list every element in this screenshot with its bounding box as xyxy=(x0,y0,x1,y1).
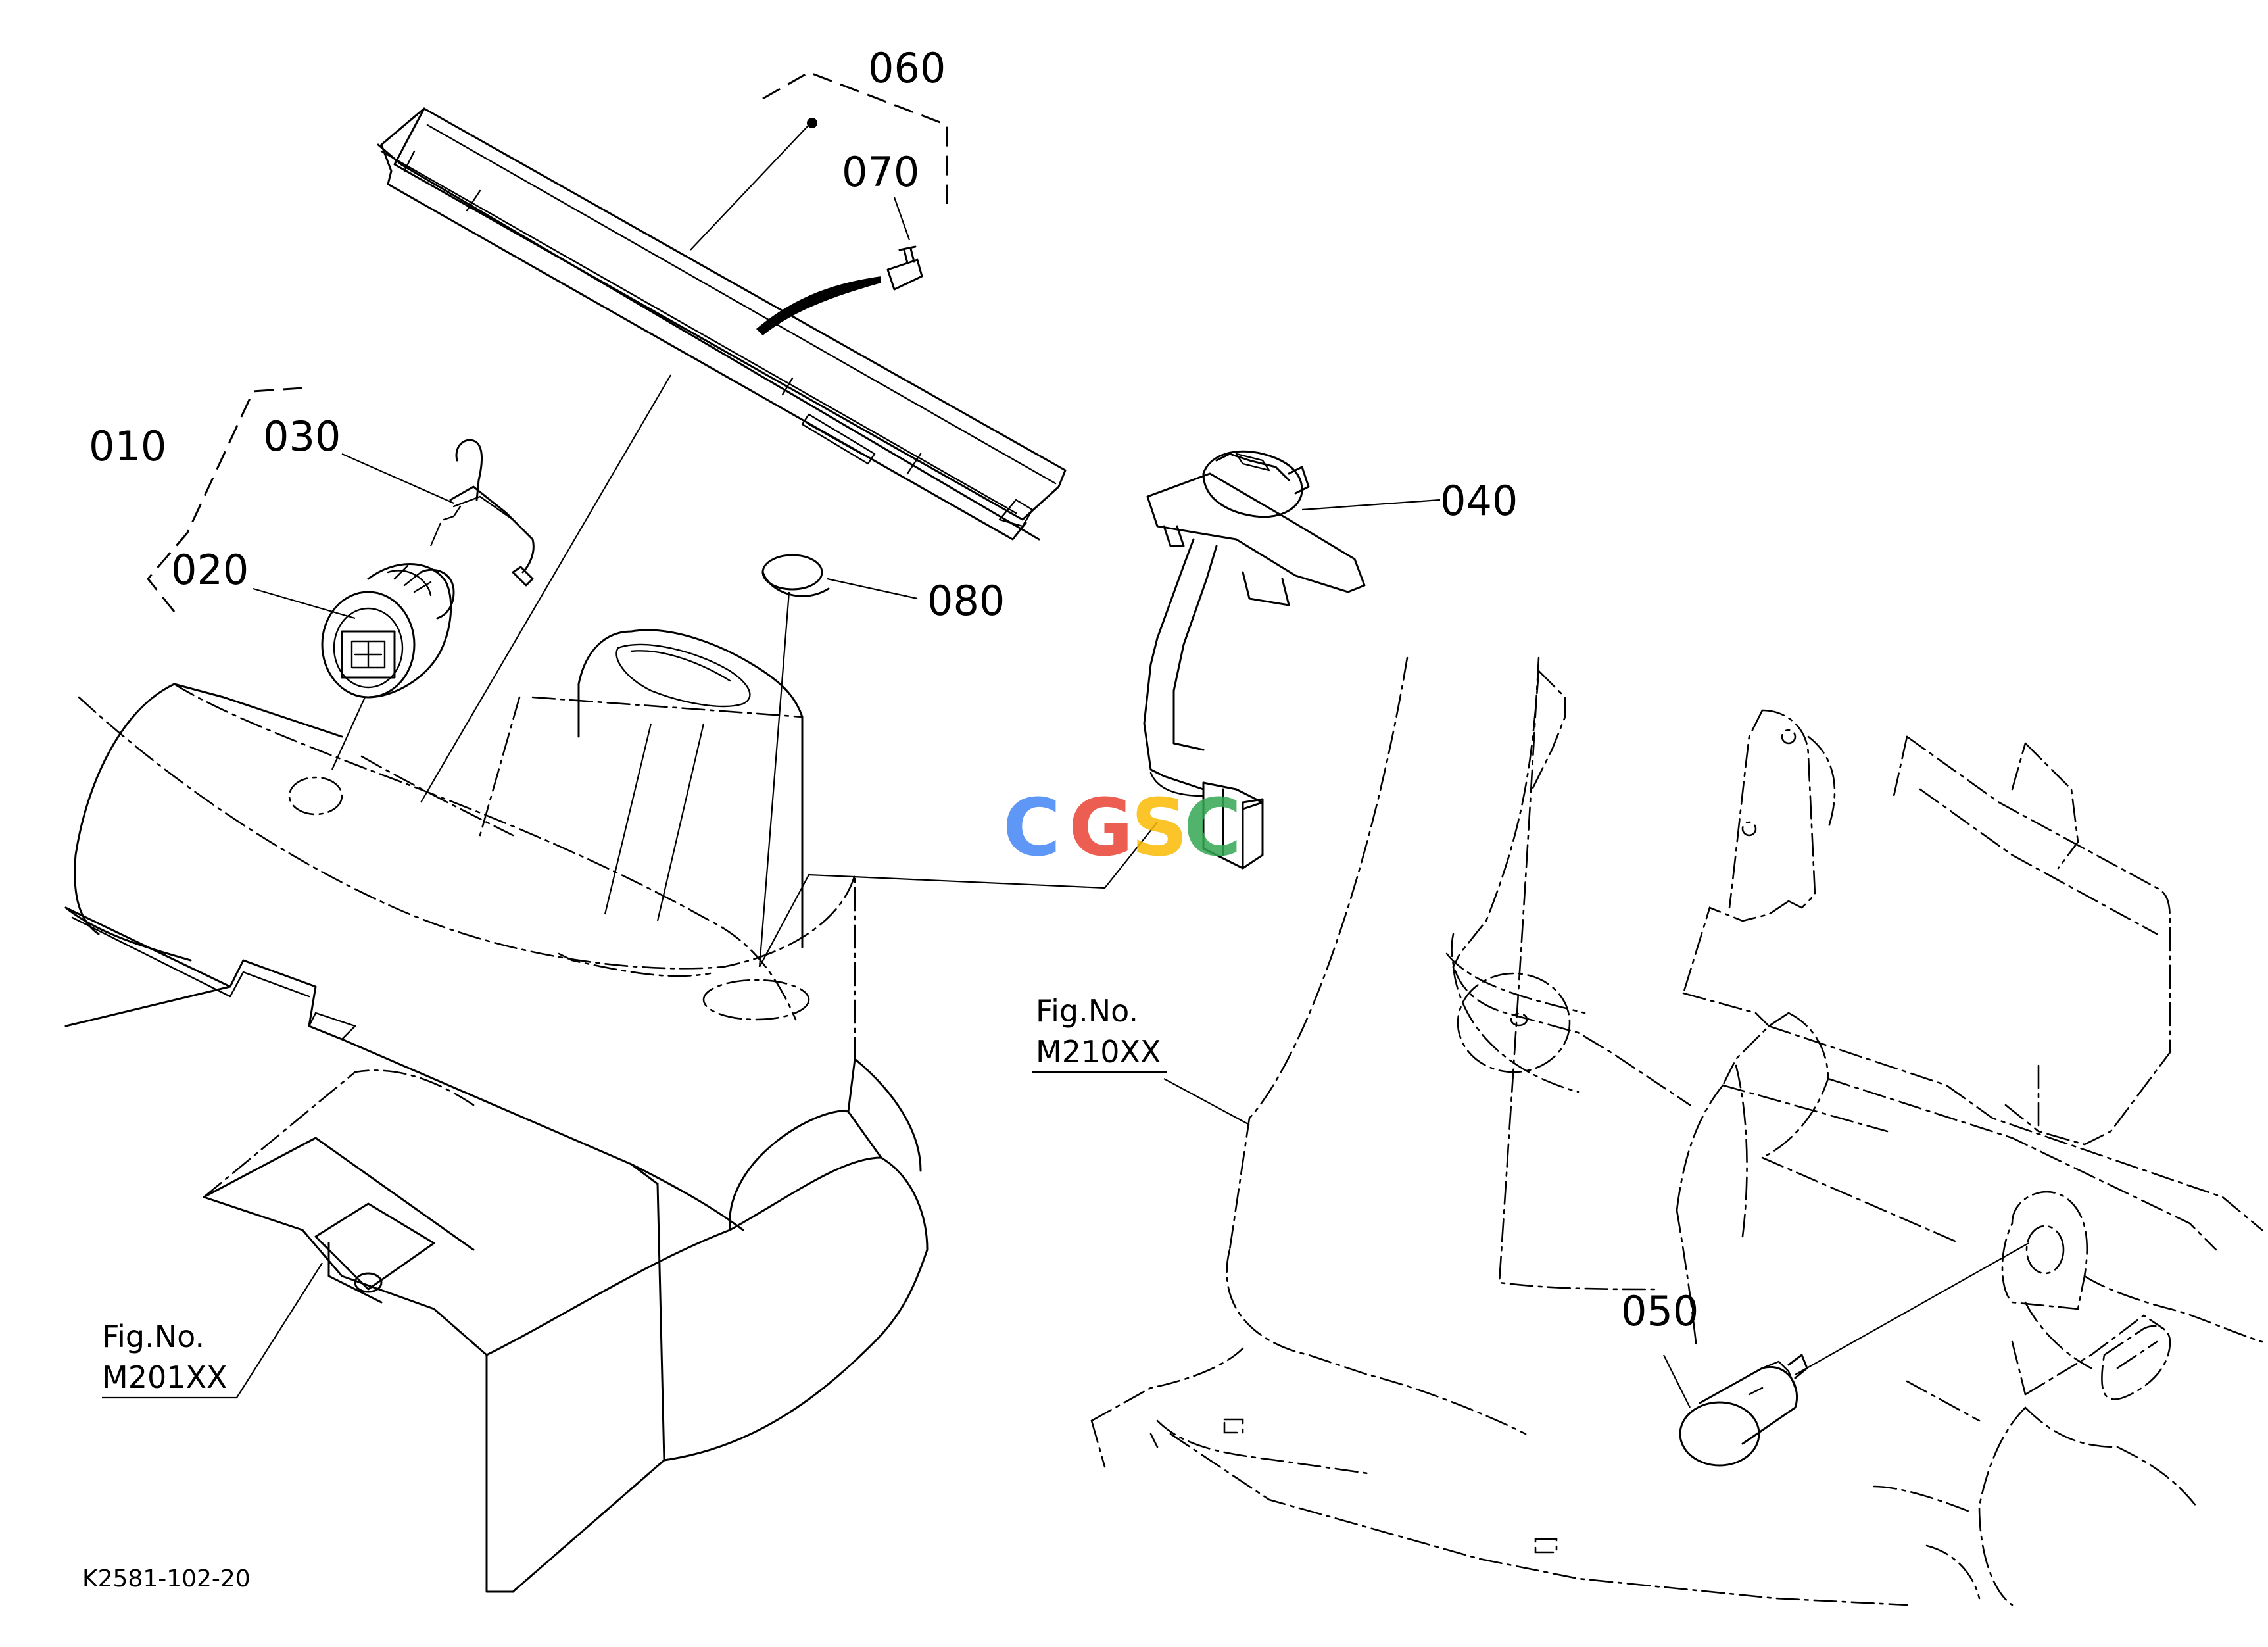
ref-a-line1: Fig.No. xyxy=(102,1319,205,1354)
label-060: 060 xyxy=(868,44,946,92)
watermark-letter-1: C xyxy=(1003,783,1061,874)
dashboard-body xyxy=(64,629,929,1593)
drawing-code: K2581-102-20 xyxy=(82,1565,251,1592)
ref-b-line1: Fig.No. xyxy=(1036,993,1138,1029)
watermark-letter-3: S xyxy=(1131,783,1188,874)
frame-m210xx xyxy=(1090,656,2263,1606)
ignition-switch-020 xyxy=(253,563,455,770)
label-080: 080 xyxy=(927,577,1005,625)
socket-050 xyxy=(1663,1242,2029,1467)
ref-b-line2: M210XX xyxy=(1036,1034,1161,1069)
label-070: 070 xyxy=(842,148,919,196)
label-050: 050 xyxy=(1621,1287,1699,1335)
ref-a-line2: M201XX xyxy=(102,1360,228,1395)
watermark-letter-2: G xyxy=(1069,783,1134,874)
label-020: 020 xyxy=(171,546,249,594)
key-030 xyxy=(341,439,535,587)
watermark-letter-4: C xyxy=(1184,783,1242,874)
label-040: 040 xyxy=(1440,477,1518,525)
watermark-logo: C G S C xyxy=(1003,783,1242,874)
switch-040 xyxy=(759,450,1441,968)
ref-a-leader xyxy=(236,1262,323,1398)
plug-080 xyxy=(758,554,918,968)
meter-panel xyxy=(377,107,1067,803)
screw-070 xyxy=(886,197,923,291)
label-030: 030 xyxy=(263,412,341,460)
group-bracket xyxy=(147,71,948,612)
label-010: 010 xyxy=(89,422,166,470)
